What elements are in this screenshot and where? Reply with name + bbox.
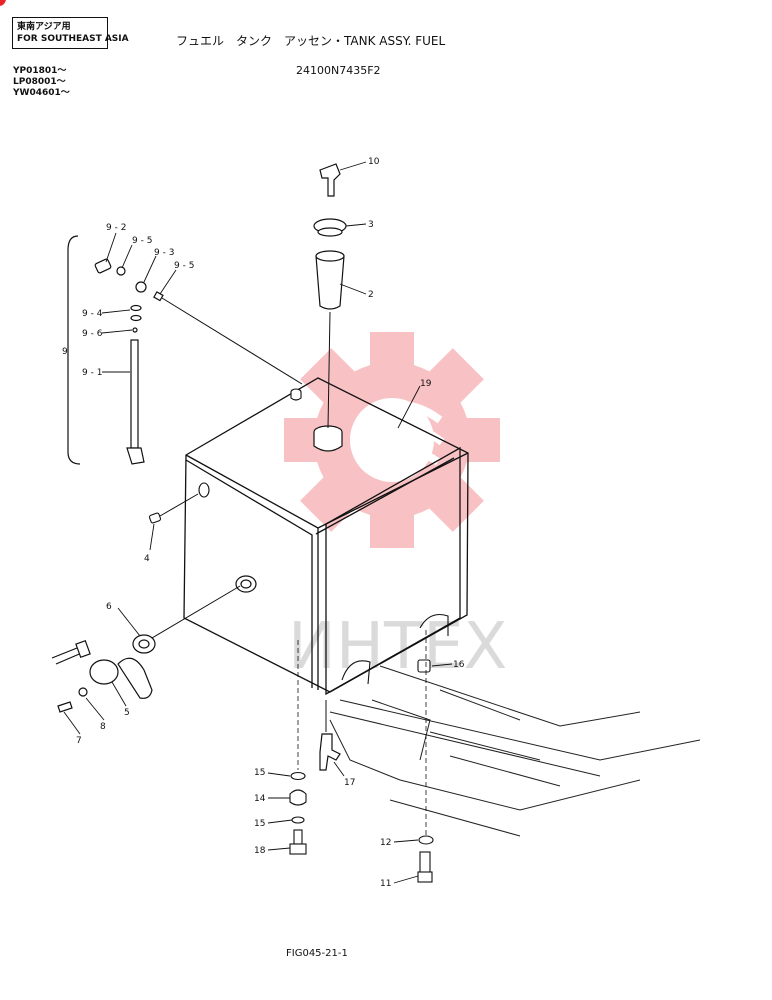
watermark-logo (284, 332, 500, 548)
callout-16: 16 (453, 660, 465, 670)
sender-opening (235, 575, 257, 593)
callout-9-4: 9 - 4 (82, 309, 103, 319)
callout-9-5b: 9 - 5 (174, 261, 194, 271)
callout-18: 18 (254, 846, 266, 856)
callout-9-5a: 9 - 5 (132, 236, 152, 246)
serial-range-2: LP08001～ (13, 77, 66, 87)
callout-15b: 15 (254, 819, 265, 829)
callout-5: 5 (124, 708, 130, 718)
callout-15a: 15 (254, 768, 265, 778)
drain-cock (319, 733, 341, 771)
callout-17: 17 (344, 778, 355, 788)
callout-14: 14 (254, 794, 266, 804)
filler-neck (313, 425, 343, 452)
region-label-box: 東南アジア用 FOR SOUTHEAST ASIA (12, 17, 129, 49)
serial-range-1: YP01801～ (13, 66, 67, 76)
callout-4: 4 (144, 554, 150, 564)
level-gauge-assembly (67, 235, 164, 465)
sender-leader-line (151, 585, 241, 639)
callout-9-1: 9 - 1 (82, 368, 102, 378)
region-label-en: FOR SOUTHEAST ASIA (17, 34, 129, 44)
callout-12: 12 (380, 838, 391, 848)
gauge-leader-line (161, 297, 303, 385)
filler-cap-group (313, 163, 347, 310)
callout-9-6: 9 - 6 (82, 329, 103, 339)
callout-9-3: 9 - 3 (154, 248, 174, 258)
callout-7: 7 (76, 736, 82, 746)
serial-range-3: YW04601～ (13, 88, 70, 98)
mount-stack-left (289, 771, 307, 855)
watermark-text: ИНТЕХ (288, 610, 507, 684)
callout-6: 6 (106, 602, 112, 612)
serial-ranges: YP01801～ LP08001～ YW04601～ (13, 66, 70, 99)
callout-2: 2 (368, 290, 374, 300)
callout-9: 9 (62, 347, 68, 357)
tank-top-port (290, 388, 302, 401)
page-title: フュエル タンク アッセン・TANK ASSY. FUEL (176, 34, 446, 48)
tank-mount-cutouts (341, 613, 449, 685)
assembly-part-number: 24100N7435F2 (296, 64, 381, 77)
callout-19: 19 (420, 379, 432, 389)
tank-side-port (198, 482, 210, 498)
figure-number: FIG045-21-1 (286, 948, 348, 959)
corner-mark (0, 0, 6, 6)
callout-8: 8 (100, 722, 106, 732)
callout-3: 3 (368, 220, 374, 230)
region-label-jp: 東南アジア用 (17, 22, 71, 32)
mount-stack-right (417, 659, 434, 883)
fuel-sender-group (51, 634, 156, 713)
callout-9-2: 9 - 2 (106, 223, 126, 233)
frame-outline (329, 665, 701, 837)
callout-leaders (63, 161, 453, 884)
fuel-tank-body (183, 377, 469, 696)
callout-11: 11 (380, 879, 391, 889)
plug-leader-line (159, 493, 199, 517)
callout-10: 10 (368, 157, 380, 167)
cap-leader-line (327, 311, 331, 429)
plug-4 (148, 512, 162, 524)
